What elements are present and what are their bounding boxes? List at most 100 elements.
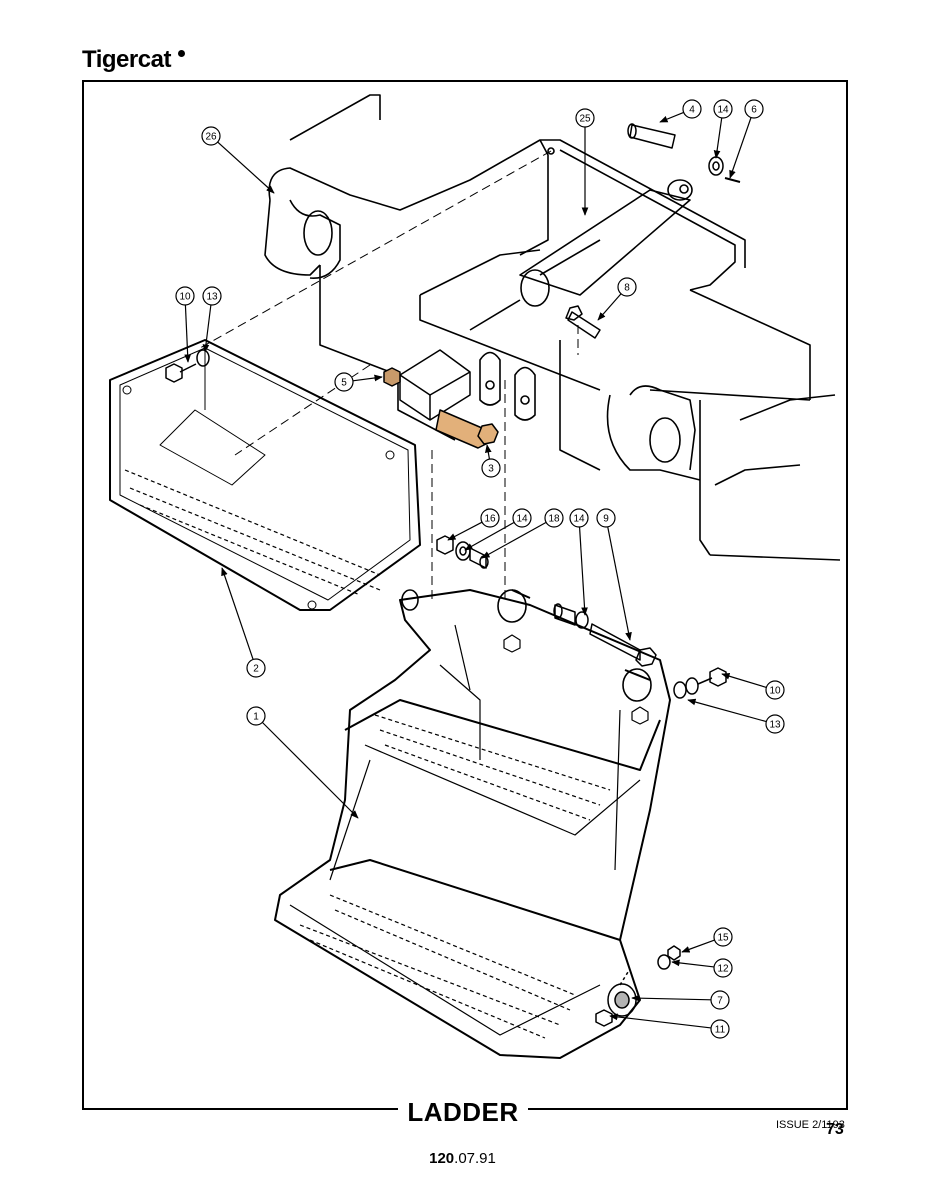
callout-circle [710,990,730,1010]
leader-line [578,526,588,616]
brand-logo: Tigercat [82,46,171,73]
leader-line [221,567,254,660]
callout-c13a: 13 [202,286,222,353]
leader-line [721,672,767,688]
callout-c14c: 14 [569,508,589,616]
callout-circle [334,372,354,392]
callout-circle [713,99,733,119]
leader-line [713,117,723,159]
callout-number: 16 [484,514,496,525]
callout-c14a: 14 [713,99,733,159]
document-number: 120.07.91 [0,1150,925,1167]
callout-circle [617,277,637,297]
issue-label: ISSUE 2/1193 [776,1119,845,1131]
leader-line [681,939,715,953]
callout-c1: 1 [246,706,359,819]
leader-line [607,526,632,641]
alignment-lines [199,150,579,600]
callout-c3: 3 [481,444,501,478]
callout-circle [713,958,733,978]
callout-circle [481,458,501,478]
leader-line [484,444,492,460]
callout-number: 3 [488,464,494,475]
callout-number: 14 [573,514,585,525]
callout-number: 13 [206,292,218,303]
leader-line [481,521,547,559]
callout-c5: 5 [334,372,383,392]
leader-line [671,959,715,968]
callout-c11: 11 [609,1013,730,1039]
leader-line [352,374,383,382]
callout-number: 7 [717,996,723,1007]
callout-c10b: 10 [721,672,785,700]
callout-number: 2 [253,664,259,675]
doc-number-rest: .07.91 [454,1150,496,1167]
ladder-part [274,589,671,1059]
callout-number: 9 [603,514,609,525]
callout-number: 14 [516,514,528,525]
leader-line [609,1013,712,1029]
leader-line [464,521,515,551]
callout-circle [569,508,589,528]
diagram-title: LADDER [407,1097,519,1127]
hardware-parts [165,123,741,1027]
callout-c16: 16 [447,508,500,541]
callout-c10a: 10 [175,286,195,363]
callout-number: 6 [751,105,757,116]
callout-circle [544,508,564,528]
callout-circle [682,99,702,119]
doc-number-bold: 120 [429,1150,455,1167]
leader-line [447,521,483,541]
callout-number: 5 [341,378,347,389]
callout-number: 10 [769,686,781,697]
callout-c14b: 14 [464,508,532,551]
registered-mark-icon [178,50,185,57]
callout-circle [246,706,266,726]
callout-circle [765,714,785,734]
callout-c12: 12 [671,958,733,978]
callout-c26: 26 [201,126,275,194]
leader-line [184,304,192,363]
callout-c7: 7 [631,990,730,1010]
step-plate-part [109,339,421,611]
callout-number: 15 [717,933,729,944]
callout-number: 13 [769,720,781,731]
callout-c2: 2 [221,567,266,678]
leader-line [597,293,622,321]
callout-circle [744,99,764,119]
callout-circle [710,1019,730,1039]
callout-circle [512,508,532,528]
callout-circle [596,508,616,528]
callout-circle [202,286,222,306]
callout-number: 4 [689,105,695,116]
callout-number: 1 [253,712,259,723]
callout-c6: 6 [729,99,764,179]
callout-number: 18 [548,514,560,525]
leader-line [261,721,359,819]
callout-c4: 4 [659,99,702,123]
leader-line [202,304,212,353]
callout-number: 14 [717,105,729,116]
machine-frame [264,94,841,561]
part-callouts: 4 14 6 25 26 10 13 8 5 3 16 14 18 14 9 2 1 10 13 15 12 7 11 [175,99,785,1039]
leader-line [659,111,684,123]
page-number: 73 [826,1121,844,1138]
callout-circle [175,286,195,306]
callout-c13b: 13 [687,698,785,734]
callout-circle [575,108,595,128]
callout-c18: 18 [481,508,564,559]
leader-line [687,698,767,723]
callout-c15: 15 [681,927,733,953]
callout-number: 12 [717,964,729,975]
callout-c25: 25 [575,108,595,216]
callout-circle [480,508,500,528]
callout-number: 10 [179,292,191,303]
callout-number: 11 [715,1025,726,1036]
title-box: LADDER [398,1095,528,1129]
callout-circle [713,927,733,947]
callout-circle [765,680,785,700]
callout-number: 25 [579,114,591,125]
leader-line [217,141,275,194]
callout-number: 8 [624,283,630,294]
